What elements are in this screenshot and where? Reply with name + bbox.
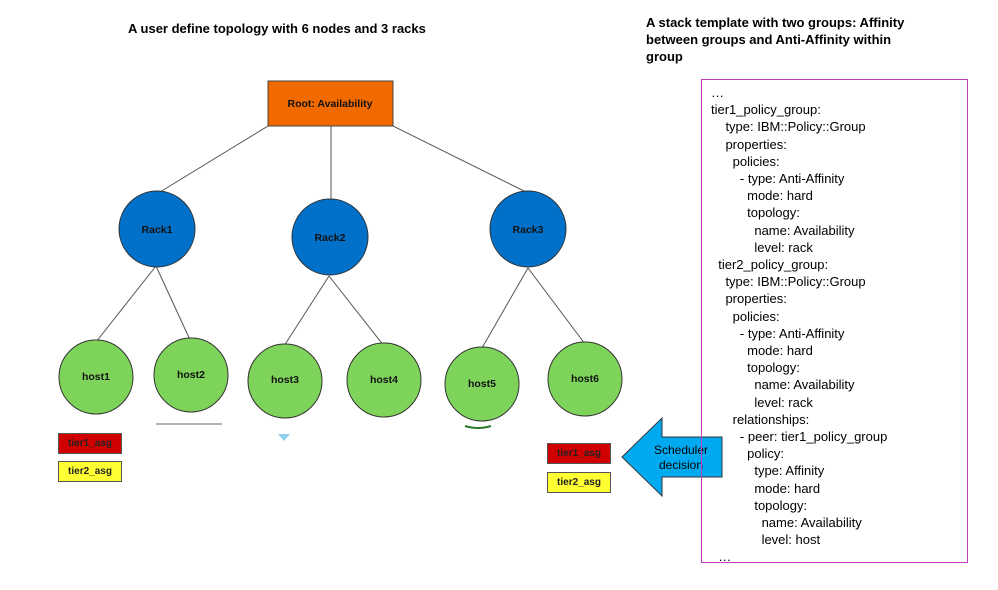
template-line: relationships: <box>711 411 810 427</box>
host-label-2: host2 <box>177 369 205 381</box>
host-node-5 <box>444 346 520 422</box>
host-node-2 <box>153 337 229 413</box>
template-line: policy: <box>711 446 784 462</box>
tier1-asg-tag-right: tier1_asg <box>547 443 611 464</box>
template-line: topology: <box>711 360 800 376</box>
template-line: name: Availability <box>711 515 862 531</box>
edge-root-rack1 <box>159 125 269 193</box>
tier2-asg-tag-right: tier2_asg <box>547 472 611 493</box>
edge-rack2-host3 <box>283 275 330 347</box>
template-line: tier2_policy_group: <box>711 257 829 273</box>
small-triangle-icon <box>278 434 290 441</box>
stack-template-box: …tier1_policy_group: type: IBM::Policy::… <box>701 79 968 565</box>
host-node-3 <box>247 343 323 419</box>
rack-label-1: Rack1 <box>142 224 173 236</box>
edge-rack3-host6 <box>527 267 586 345</box>
template-line: - type: Anti-Affinity <box>711 325 845 341</box>
template-line: - peer: tier1_policy_group <box>711 429 888 445</box>
template-line: mode: hard <box>711 188 813 204</box>
tier1-asg-tag-left: tier1_asg <box>58 433 122 454</box>
edge-root-rack3 <box>392 125 527 193</box>
template-line: level: host <box>711 532 821 548</box>
template-line: - type: Anti-Affinity <box>711 171 845 187</box>
rack-node-1 <box>118 190 196 268</box>
template-line: policies: <box>711 153 780 169</box>
template-line: name: Availability <box>711 222 855 238</box>
rack-node-3 <box>489 190 567 268</box>
template-line: level: rack <box>711 239 813 255</box>
scheduler-decision-label: Scheduler decision <box>653 443 709 472</box>
host-node-1 <box>58 339 134 415</box>
template-line: properties: <box>711 291 787 307</box>
template-title: A stack template with two groups: Affini… <box>646 15 905 64</box>
edge-rack1-host1 <box>95 265 157 343</box>
host-node-4 <box>346 342 422 418</box>
topology-title: A user define topology with 6 nodes and … <box>128 21 426 36</box>
root-node <box>267 80 394 127</box>
scheduler-arrow-icon <box>621 416 723 498</box>
template-line: topology: <box>711 497 808 513</box>
template-line: type: IBM::Policy::Group <box>711 119 866 135</box>
rack-label-2: Rack2 <box>315 232 346 244</box>
host-label-1: host1 <box>82 371 110 383</box>
tier2-asg-tag-left: tier2_asg <box>58 461 122 482</box>
template-line: tier1_policy_group: <box>711 102 821 118</box>
rack-label-3: Rack3 <box>513 224 544 236</box>
rack-node-2 <box>291 198 369 276</box>
template-line: properties: <box>711 136 787 152</box>
host-label-6: host6 <box>571 373 599 385</box>
template-line: policies: <box>711 308 780 324</box>
template-line: topology: <box>711 205 800 221</box>
arc-mark <box>464 425 492 429</box>
template-line: level: rack <box>711 394 813 410</box>
edge-rack1-host2 <box>155 265 192 343</box>
template-line: type: Affinity <box>711 463 825 479</box>
template-line: name: Availability <box>711 377 855 393</box>
template-line: mode: hard <box>711 480 821 496</box>
host-label-3: host3 <box>271 374 299 386</box>
template-line: … <box>711 549 732 565</box>
host-node-6 <box>547 341 623 417</box>
template-line: … <box>711 85 724 100</box>
root-label: Root: Availability <box>288 98 373 110</box>
template-line: mode: hard <box>711 343 813 359</box>
edge-rack2-host4 <box>328 275 385 347</box>
host-label-5: host5 <box>468 378 496 390</box>
template-line: type: IBM::Policy::Group <box>711 274 866 290</box>
host-label-4: host4 <box>370 374 398 386</box>
edge-rack3-host5 <box>481 267 529 349</box>
